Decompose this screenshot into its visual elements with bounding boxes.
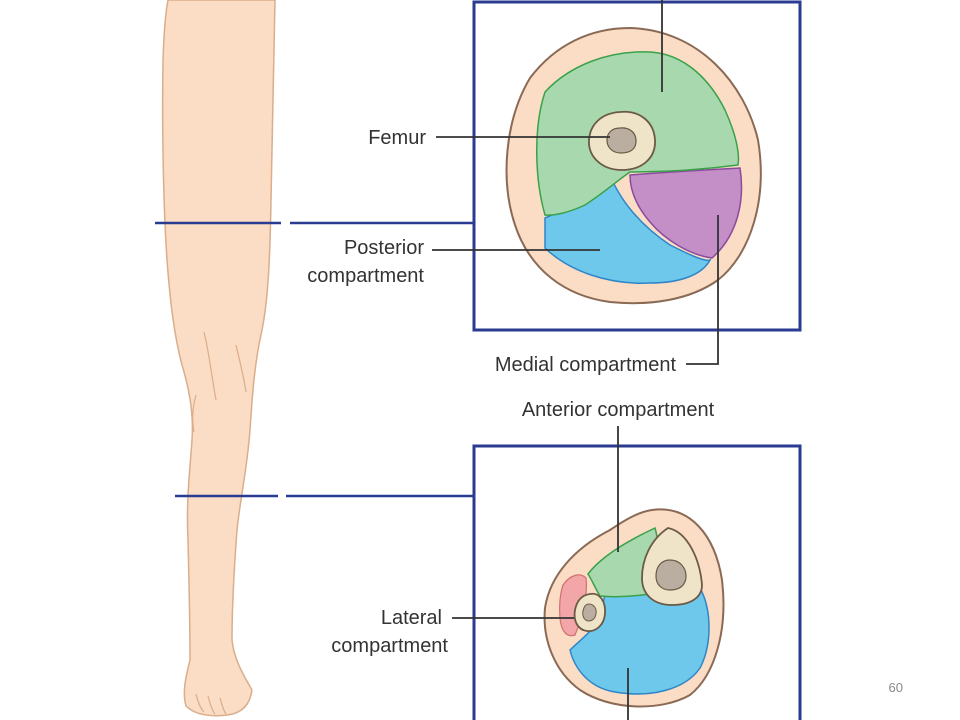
posterior-label-line1: Posterior xyxy=(344,237,424,259)
calf-cross-section xyxy=(543,508,725,708)
knee-crease xyxy=(203,331,217,401)
tibia-marrow xyxy=(655,559,687,591)
medial-compartment xyxy=(629,167,743,259)
medial-label: Medial compartment xyxy=(495,354,677,376)
anterior-label: Anterior compartment xyxy=(522,399,715,421)
leg-silhouette xyxy=(161,0,276,717)
thigh-cross-section xyxy=(505,26,762,305)
lateral-label-line2: compartment xyxy=(331,635,448,657)
calf-line xyxy=(192,394,197,433)
femur-label: Femur xyxy=(368,127,426,149)
medial-leader xyxy=(686,215,719,365)
femur-marrow xyxy=(606,127,637,154)
knee-crease-2 xyxy=(235,344,247,393)
lateral-label-line1: Lateral xyxy=(381,607,442,629)
fibula-marrow xyxy=(582,603,597,622)
posterior-label-line2: compartment xyxy=(307,265,424,287)
toe-lines xyxy=(195,693,227,715)
leg-illustration xyxy=(161,0,276,717)
page-number: 60 xyxy=(889,680,903,695)
